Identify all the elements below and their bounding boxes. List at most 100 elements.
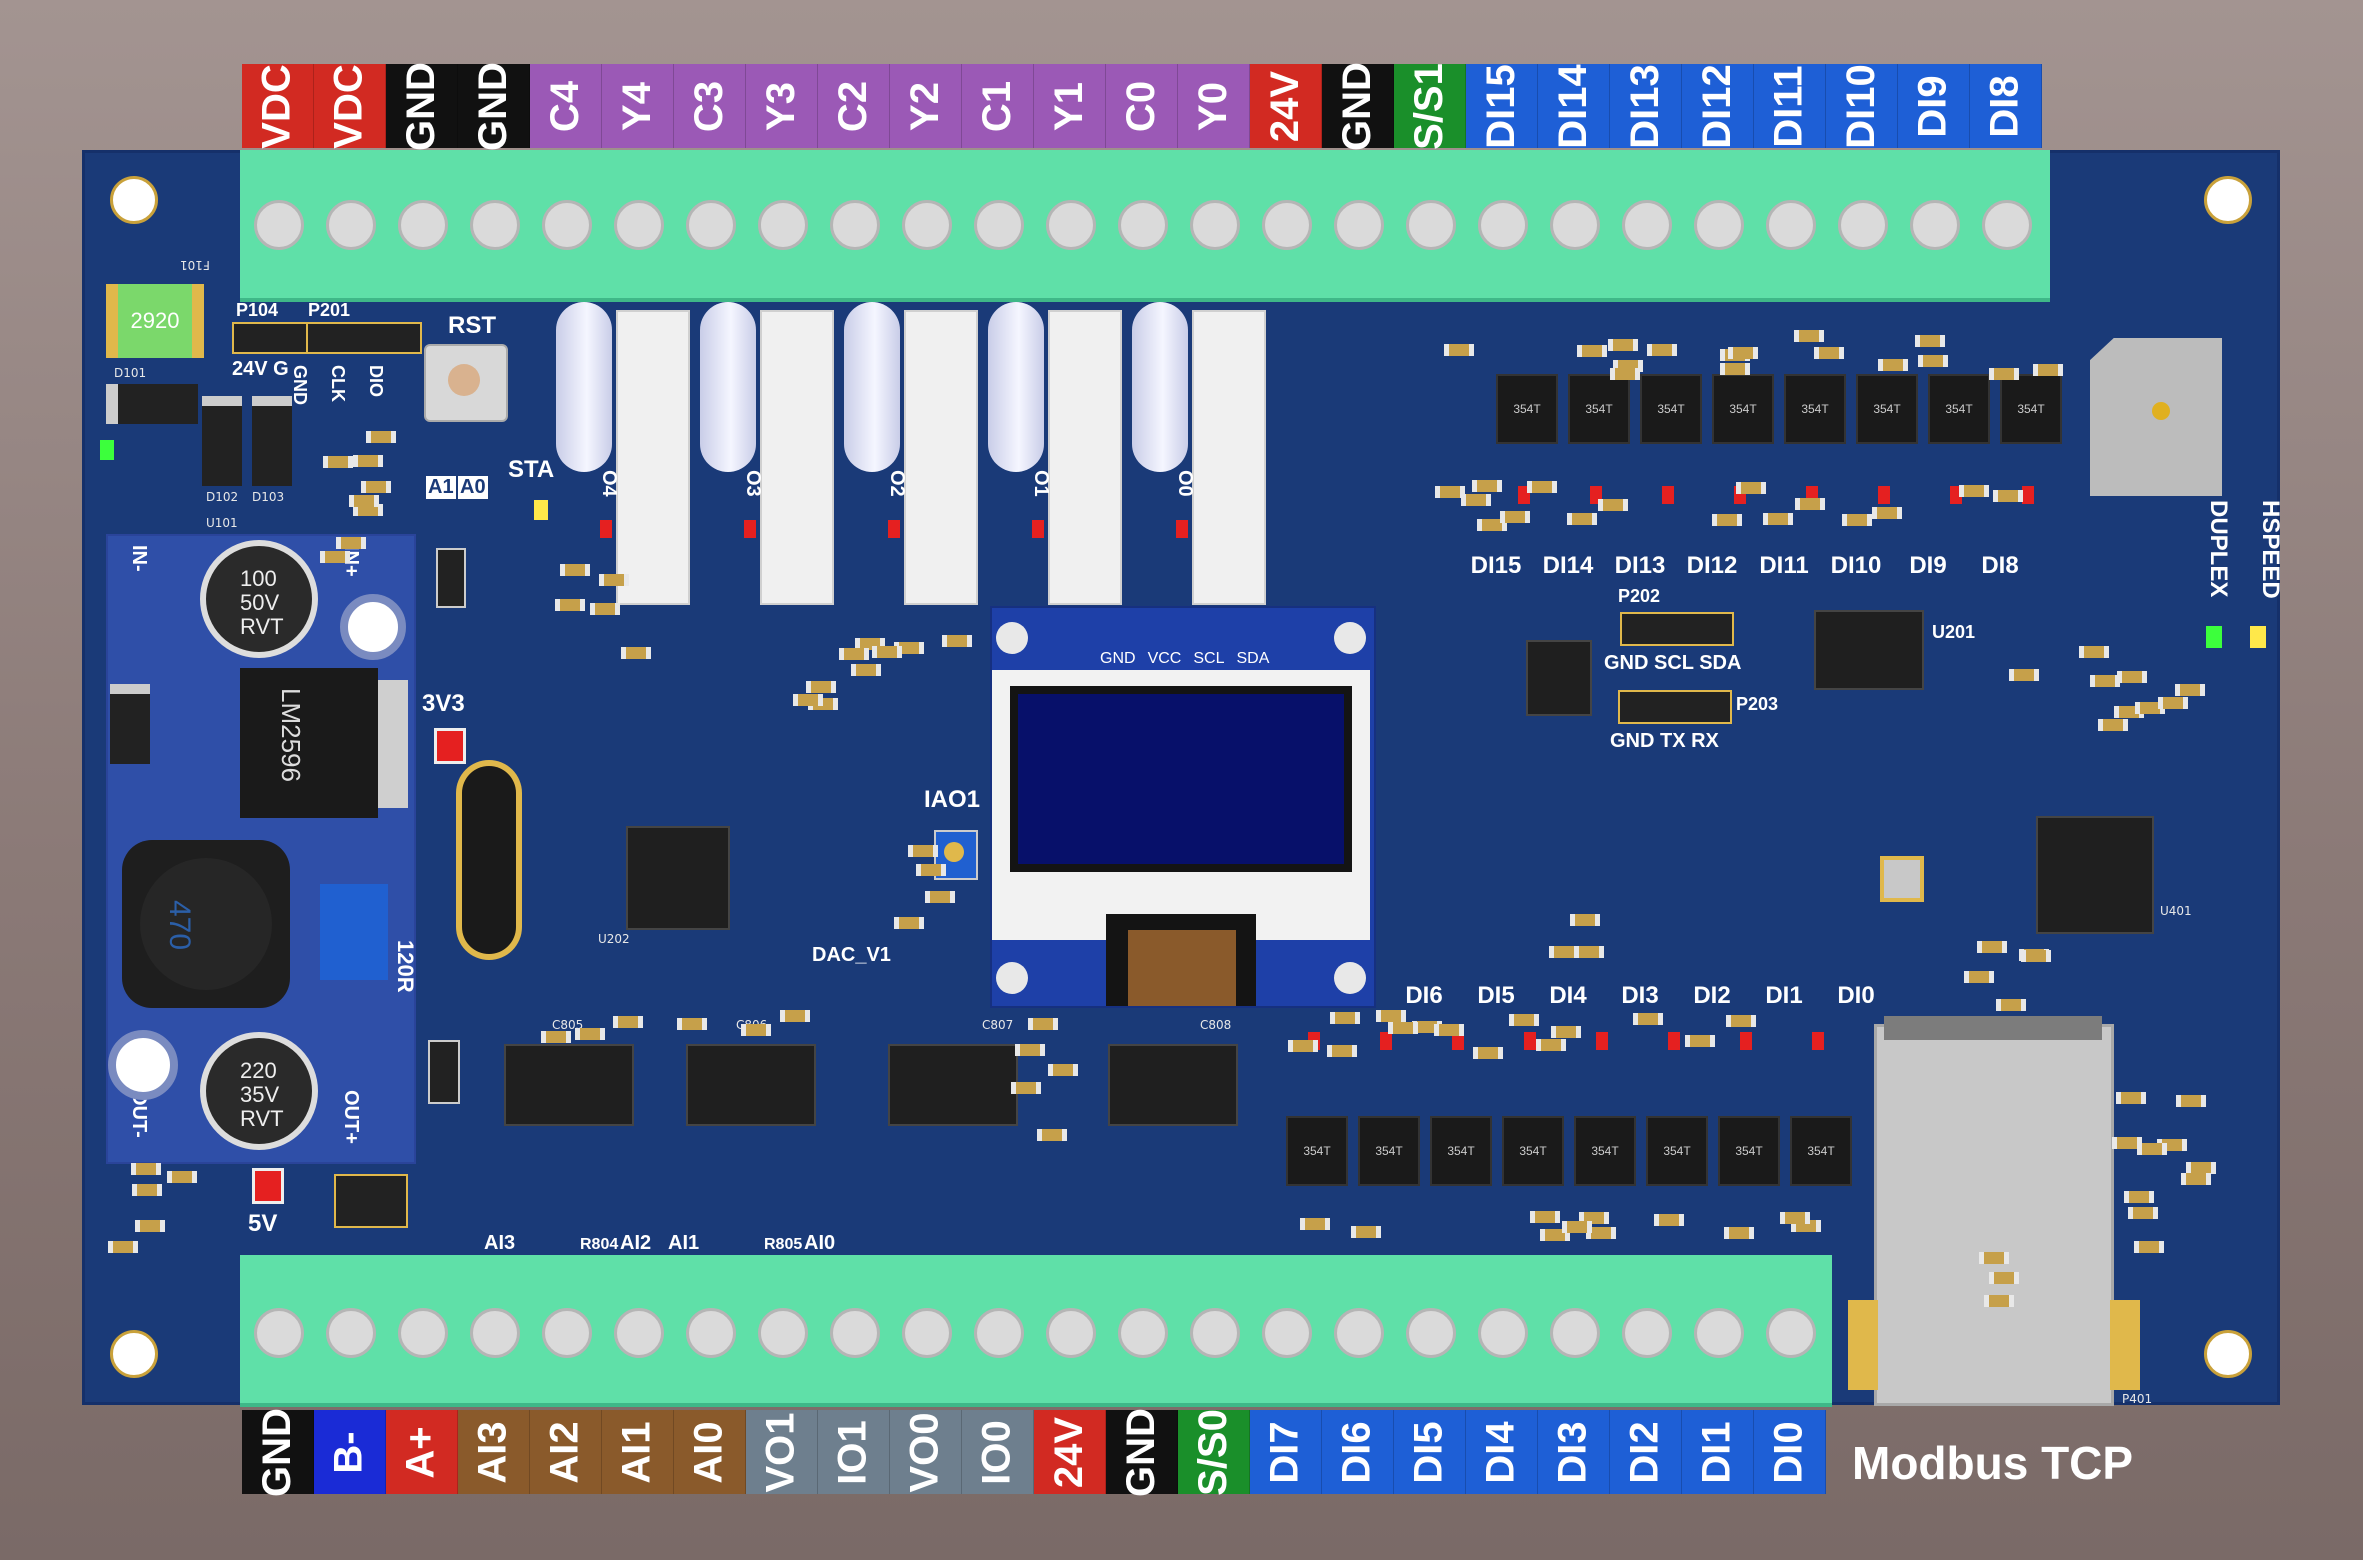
terminal-screw[interactable] (614, 200, 664, 250)
terminal-screw[interactable] (974, 1308, 1024, 1358)
terminal-screw[interactable] (830, 1308, 880, 1358)
top-pin-9: Y2 (890, 64, 962, 148)
status-led (1176, 520, 1188, 538)
terminal-screw[interactable] (1478, 200, 1528, 250)
terminal-screw[interactable] (1478, 1308, 1528, 1358)
smd-component (1780, 1212, 1810, 1224)
bottom-pin-label-18: DI3 (1551, 1420, 1595, 1484)
terminal-screw[interactable] (1262, 200, 1312, 250)
jumper-jp101[interactable] (334, 1174, 408, 1228)
top-pin-label-6: C3 (686, 80, 731, 132)
terminal-screw[interactable] (254, 200, 304, 250)
iao1-label: IAO1 (924, 786, 981, 813)
terminal-screw[interactable] (1550, 200, 1600, 250)
smd-component (1527, 481, 1557, 493)
terminal-screw[interactable] (326, 200, 376, 250)
terminal-screw[interactable] (758, 200, 808, 250)
top-pin-label-16: S/S1 (1407, 62, 1451, 150)
terminal-screw[interactable] (1694, 1308, 1744, 1358)
dio-label: DIO (366, 365, 386, 398)
terminal-screw[interactable] (686, 1308, 736, 1358)
top-pin-label-11: Y1 (1047, 81, 1091, 131)
terminal-screw[interactable] (542, 1308, 592, 1358)
smd-component (2175, 684, 2205, 696)
smd-component (575, 1028, 605, 1040)
terminal-screw[interactable] (470, 200, 520, 250)
terminal-screw[interactable] (1766, 200, 1816, 250)
bottom-pin-label-1: B- (327, 1430, 371, 1474)
terminal-screw[interactable] (1118, 200, 1168, 250)
terminal-screw[interactable] (1838, 200, 1888, 250)
smd-component (1472, 480, 1502, 492)
relay-flyback-cap (844, 302, 900, 472)
terminal-screw[interactable] (1910, 200, 1960, 250)
smd-component (2124, 1191, 2154, 1203)
smd-component (1633, 1013, 1663, 1025)
terminal-screw[interactable] (398, 1308, 448, 1358)
terminal-screw[interactable] (1046, 1308, 1096, 1358)
smd-component (894, 917, 924, 929)
terminal-screw[interactable] (1982, 200, 2032, 250)
terminal-screw[interactable] (1766, 1308, 1816, 1358)
smd-component (925, 891, 955, 903)
top-pin-label-18: DI14 (1551, 63, 1595, 149)
top-pin-label-15: GND (1335, 61, 1380, 151)
terminal-screw[interactable] (902, 1308, 952, 1358)
smd-component (1330, 1012, 1360, 1024)
terminal-screw[interactable] (398, 200, 448, 250)
top-pin-11: Y1 (1034, 64, 1106, 148)
terminal-screw[interactable] (1550, 1308, 1600, 1358)
bottom-pin-label-0: GND (255, 1407, 300, 1497)
terminal-screw[interactable] (1262, 1308, 1312, 1358)
terminal-screw[interactable] (542, 200, 592, 250)
oled-ribbon-gold (1128, 930, 1236, 1006)
terminal-screw[interactable] (1190, 200, 1240, 250)
ref-p401: P401 (2122, 1392, 2153, 1406)
terminal-screw[interactable] (902, 200, 952, 250)
terminal-screw[interactable] (254, 1308, 304, 1358)
trimmer-iao1-knob[interactable] (944, 842, 964, 862)
terminal-screw[interactable] (326, 1308, 376, 1358)
smd-component (2098, 719, 2128, 731)
terminal-screw[interactable] (1118, 1308, 1168, 1358)
terminal-screw[interactable] (1190, 1308, 1240, 1358)
terminal-screw[interactable] (470, 1308, 520, 1358)
inductor-label: 470 (163, 900, 196, 951)
smd-component (555, 599, 585, 611)
terminal-screw[interactable] (1694, 200, 1744, 250)
terminal-screw[interactable] (614, 1308, 664, 1358)
terminal-screw[interactable] (830, 200, 880, 250)
smd-component (1728, 347, 1758, 359)
smd-component (560, 564, 590, 576)
relay-1 (760, 310, 834, 605)
terminal-screw[interactable] (1622, 1308, 1672, 1358)
optocoupler: 354T (1568, 374, 1630, 444)
rj45-jack[interactable] (1874, 1024, 2114, 1406)
terminal-screw[interactable] (758, 1308, 808, 1358)
reset-button-cap[interactable] (448, 364, 480, 396)
terminal-screw[interactable] (1334, 1308, 1384, 1358)
terminal-screw[interactable] (1406, 1308, 1456, 1358)
terminal-screw[interactable] (1406, 200, 1456, 250)
terminal-screw[interactable] (974, 200, 1024, 250)
terminal-screw[interactable] (1046, 200, 1096, 250)
terminal-screw[interactable] (1622, 200, 1672, 250)
terminal-screw[interactable] (686, 200, 736, 250)
relay-2 (904, 310, 978, 605)
di-silk-label: DI10 (1830, 552, 1882, 579)
dip-switch-120r[interactable] (428, 1040, 460, 1104)
smd-component (1984, 1295, 2014, 1307)
dip-switch[interactable] (436, 548, 466, 608)
terminal-screw[interactable] (1334, 200, 1384, 250)
smd-component (1567, 513, 1597, 525)
buzzer-dot (2152, 402, 2170, 420)
3v3-label: 3V3 (422, 690, 465, 717)
top-pin-label-17: DI15 (1479, 63, 1523, 149)
top-pin-label-10: C1 (974, 80, 1019, 132)
bottom-pin-13: S/S0 (1178, 1409, 1250, 1495)
mounting-ring (340, 594, 406, 660)
bottom-pin-20: DI1 (1682, 1410, 1754, 1494)
bottom-pin-10: IO0 (962, 1410, 1034, 1494)
